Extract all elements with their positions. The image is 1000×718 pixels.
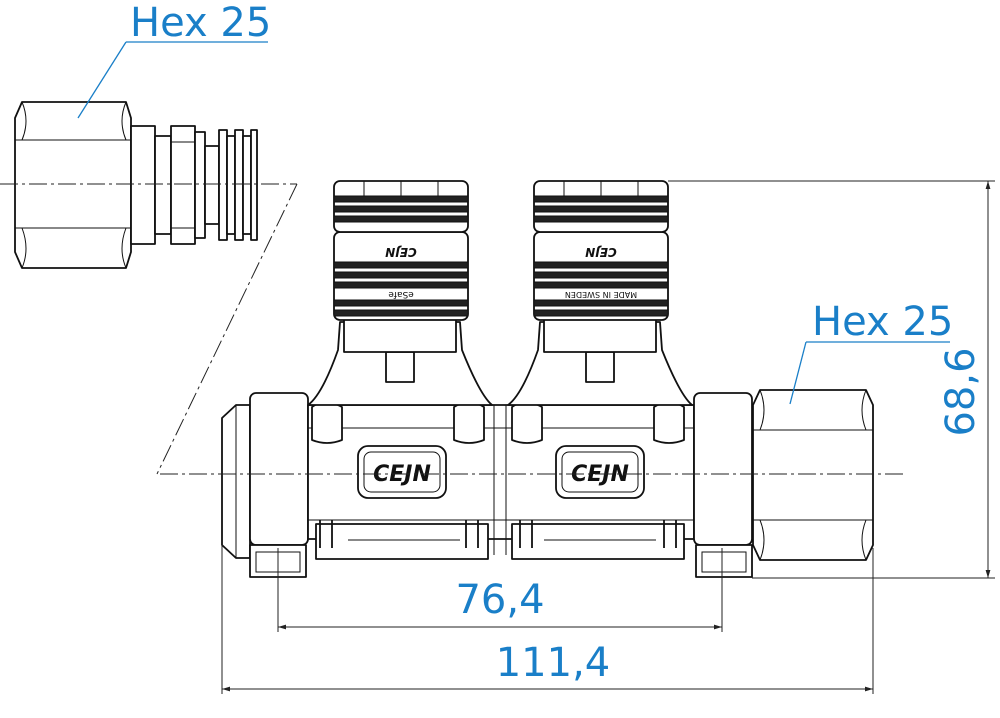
projection-line: [156, 183, 298, 475]
hex-label-right: Hex 25: [789, 299, 953, 405]
coupling-right-logo: CEJN: [585, 245, 617, 259]
coupling-left-logo: CEJN: [385, 245, 417, 259]
manifold-body: CEJN CEJN: [221, 389, 874, 578]
detail-hex-fitting: [0, 101, 297, 269]
dimension-height: 68,6: [668, 180, 995, 579]
hex-label-top-text: Hex 25: [130, 0, 271, 46]
coupling-right: CEJN MADE IN SWEDEN: [507, 180, 693, 406]
hex-label-top: Hex 25: [77, 0, 271, 119]
coupling-left: CEJN eSafe: [307, 180, 493, 406]
center-distance-text: 76,4: [455, 577, 544, 623]
cejn-logo-right: CEJN: [555, 445, 645, 499]
dimension-overall-length: 111,4: [221, 545, 874, 694]
height-dimension-text: 68,6: [938, 347, 984, 436]
dimension-center-distance: 76,4: [277, 548, 723, 632]
coupling-left-marking: eSafe: [388, 289, 414, 299]
hex-label-right-text: Hex 25: [812, 299, 953, 345]
coupling-right-marking: MADE IN SWEDEN: [565, 290, 637, 299]
overall-length-text: 111,4: [496, 640, 611, 686]
cejn-logo-left: CEJN: [357, 445, 447, 499]
